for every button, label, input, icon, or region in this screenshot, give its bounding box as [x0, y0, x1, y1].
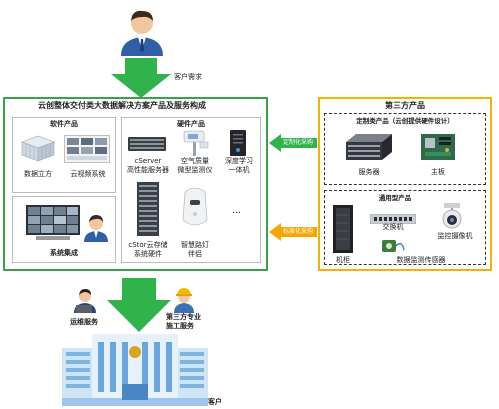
customer-label: 客户 [208, 398, 222, 406]
software-item-cloud-video: 云视频系统 [70, 170, 106, 178]
hardware-item-streetlight-label: 智慧路灯伴侣 [181, 241, 209, 258]
solution-title: 云创整体交付类大数据解决方案产品及服务构成 [38, 101, 206, 110]
standard-purchase-arrow-icon [269, 223, 317, 241]
delivery-down-arrow-icon [107, 278, 171, 332]
custom-item-server: 服务器 [358, 168, 380, 176]
hardware-more: … [232, 206, 241, 216]
ops-service-label: 运维服务 [70, 318, 98, 326]
general-item-switch: 交换机 [382, 223, 404, 231]
standard-purchase-label: 标准化采购 [282, 228, 313, 235]
hardware-item-cstor: cStor云存储系统硬件 [122, 241, 174, 259]
general-products-box [324, 190, 486, 265]
software-item-data-cube: 数据立方 [24, 170, 52, 178]
custom-purchase-label: 定制化采购 [282, 139, 313, 146]
general-products-title: 通用型产品 [378, 194, 412, 202]
hardware-item-cstor-label: cStor云存储系统硬件 [128, 241, 168, 258]
requirement-down-arrow-icon [111, 58, 171, 98]
ops-engineer-icon [74, 289, 96, 313]
general-item-camera: 监控摄像机 [437, 232, 473, 240]
deep-learning-machine-icon [230, 130, 246, 156]
switch-icon [369, 209, 417, 225]
data-cube-icon [18, 134, 58, 162]
construction-service-text: 第三方专业施工服务 [166, 313, 201, 330]
camera-icon [441, 203, 463, 229]
motherboard-icon [421, 134, 455, 160]
hardware-title: 硬件产品 [177, 120, 205, 128]
cloud-video-screen-icon [64, 135, 110, 163]
integrator-person-icon [84, 215, 108, 242]
hardware-item-air-monitor-label: 空气质量微型监测仪 [177, 157, 213, 174]
server-icon [346, 134, 392, 160]
general-item-sensor: 数据监测传感器 [396, 256, 446, 264]
cserver-icon [128, 136, 166, 151]
software-title: 软件产品 [50, 120, 78, 128]
third-party-title: 第三方产品 [385, 101, 425, 110]
cstor-rack-icon [137, 182, 159, 236]
hardware-item-deep-learning-label: 深度学习一体机 [225, 157, 253, 174]
smart-streetlight-icon [181, 186, 209, 230]
customer-building-icon [62, 334, 208, 406]
custom-products-title: 定制类产品（云创提供硬件设计） [356, 117, 454, 125]
sensor-icon [380, 236, 406, 256]
construction-worker-icon [174, 288, 194, 313]
hardware-item-air-monitor: 空气质量微型监测仪 [172, 157, 218, 175]
general-item-cabinet: 机柜 [336, 256, 350, 264]
custom-item-motherboard: 主板 [431, 168, 445, 176]
air-quality-monitor-icon [180, 128, 210, 156]
solution-composition-box [3, 97, 268, 271]
construction-service-label: 第三方专业施工服务 [166, 313, 201, 331]
hardware-item-streetlight: 智慧路灯伴侣 [172, 241, 218, 259]
monitoring-wall-icon [26, 205, 80, 241]
custom-purchase-arrow-icon [269, 134, 317, 152]
requirement-label: 客户需求 [174, 73, 202, 81]
system-integration-title: 系统集成 [50, 249, 78, 257]
third-party-products-box [318, 97, 492, 271]
cabinet-icon [333, 205, 353, 253]
customer-person-icon [121, 10, 163, 56]
hardware-item-deep-learning: 深度学习一体机 [218, 157, 260, 175]
custom-products-box [324, 113, 486, 185]
